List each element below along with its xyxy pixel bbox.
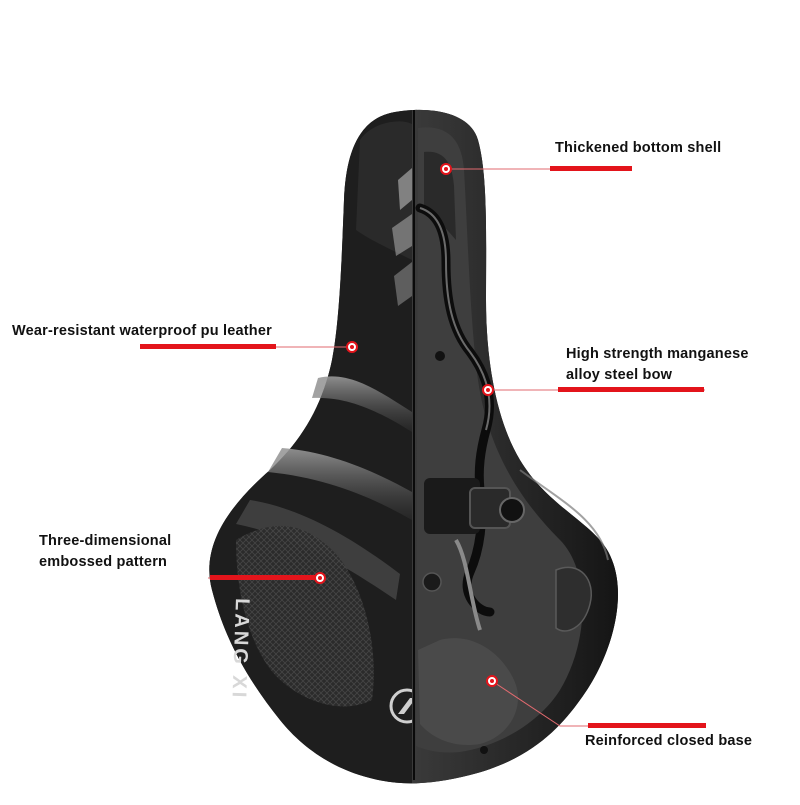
callout-thickened-bottom-shell: Thickened bottom shell xyxy=(555,138,721,159)
callout-text-line-2: alloy steel bow xyxy=(566,367,673,383)
side-branding: LANG XI xyxy=(227,598,253,701)
embossed-pattern-panel xyxy=(236,525,374,707)
callout-text-line-1: Three-dimensional xyxy=(39,533,172,549)
brand-side-text: LANG XI xyxy=(227,598,253,701)
leather-top-half: LANG XI xyxy=(209,109,417,784)
callout-closed-base: Reinforced closed base xyxy=(585,731,752,752)
callout-text-line-2: embossed pattern xyxy=(39,554,168,570)
callout-text-line-1: High strength manganese xyxy=(566,346,749,362)
callout-steel-bow: High strength manganese alloy steel bow xyxy=(566,344,749,386)
underside-half xyxy=(412,109,618,784)
callout-text: Reinforced closed base xyxy=(585,733,753,749)
brand-logo-icon xyxy=(389,688,417,724)
closed-base-area xyxy=(418,638,519,746)
callout-accent-bars xyxy=(140,166,706,728)
callout-pu-leather: Wear-resistant waterproof pu leather xyxy=(12,321,272,342)
callout-text: Wear-resistant waterproof pu leather xyxy=(12,323,272,339)
callout-embossed-pattern: Three-dimensional embossed pattern xyxy=(39,531,171,573)
callout-anchor-dots xyxy=(314,163,498,687)
callout-text: Thickened bottom shell xyxy=(555,140,722,156)
seat-clamp xyxy=(424,478,525,631)
